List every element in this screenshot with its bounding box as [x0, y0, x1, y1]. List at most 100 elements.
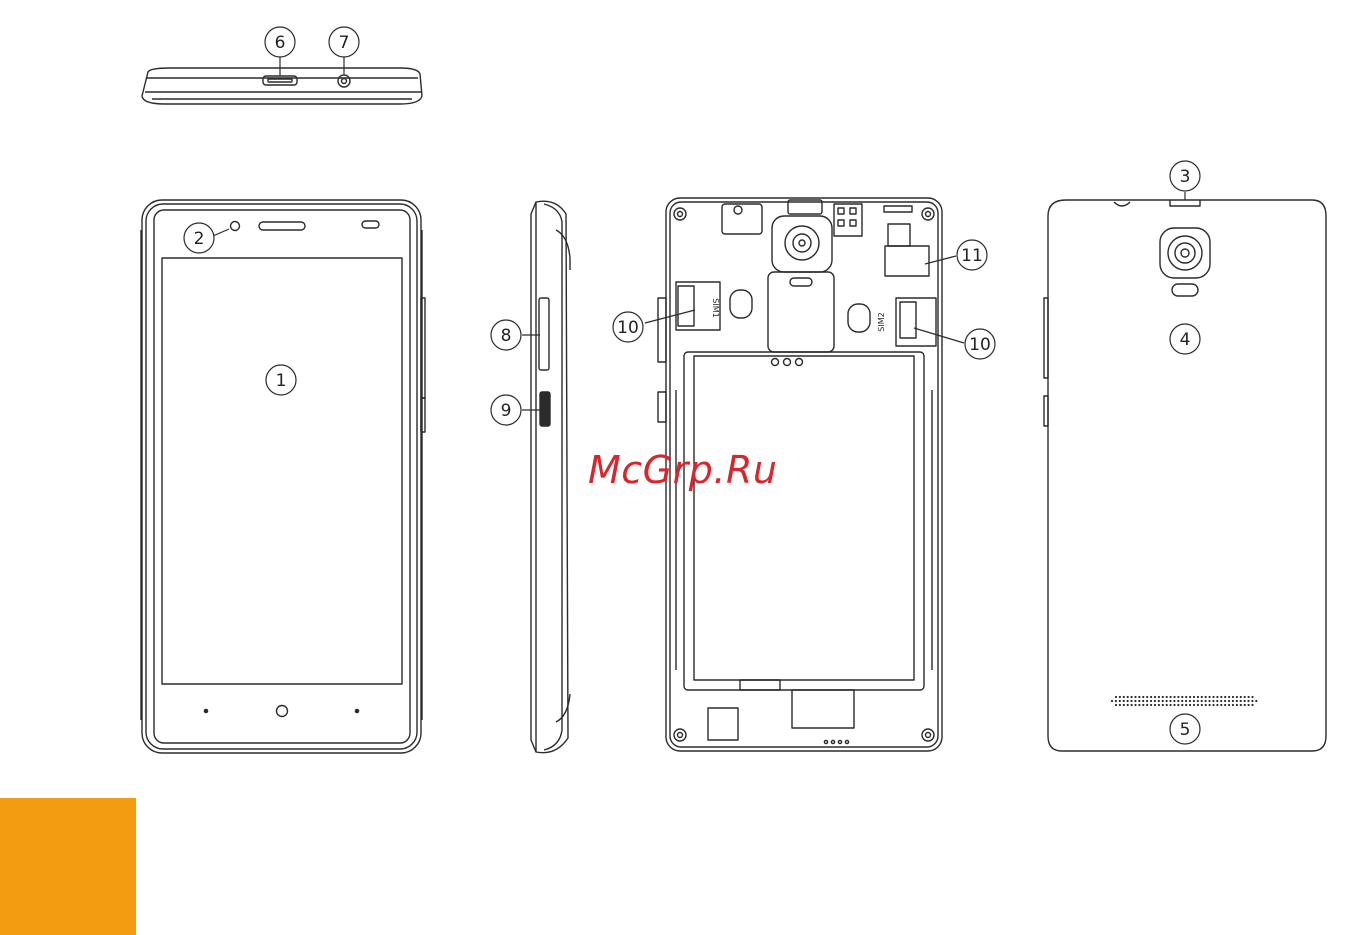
grille-dot [1240, 704, 1242, 706]
grille-dot [1255, 700, 1257, 702]
grille-dot [1134, 704, 1136, 706]
grille-dot [1205, 704, 1207, 706]
grille-dot [1162, 696, 1164, 698]
grille-dot [1142, 704, 1144, 706]
top-edge-view [142, 68, 422, 104]
grille-dot [1170, 704, 1172, 706]
grille-dot [1115, 696, 1117, 698]
grille-dot [1224, 700, 1226, 702]
grille-dot [1146, 700, 1148, 702]
grille-dot [1236, 704, 1238, 706]
section-tab [0, 798, 136, 935]
headphone-jack [338, 75, 350, 87]
callout-1: 1 [266, 365, 296, 395]
callout-7: 7 [329, 27, 359, 57]
grille-dot [1236, 696, 1238, 698]
grille-dot [1181, 696, 1183, 698]
callout-5: 5 [1170, 714, 1200, 744]
front-camera [231, 222, 240, 231]
grille-dot [1138, 700, 1140, 702]
earpiece [259, 222, 305, 230]
grille-dot [1170, 696, 1172, 698]
grille-dot [1251, 700, 1253, 702]
grille-dot [1177, 696, 1179, 698]
grille-dot [1197, 696, 1199, 698]
grille-dot [1146, 696, 1148, 698]
grille-dot [1134, 700, 1136, 702]
watermark: McGrp.Ru [588, 448, 777, 492]
battery [694, 356, 914, 680]
grille-dot [1240, 696, 1242, 698]
grille-dot [1131, 704, 1133, 706]
grille-dot [1119, 696, 1121, 698]
grille-dot [1150, 700, 1152, 702]
grille-dot [1177, 704, 1179, 706]
callout-10a: 10 [613, 312, 643, 342]
callout-3: 3 [1170, 161, 1200, 191]
grille-dot [1169, 700, 1171, 702]
grille-dot [1201, 700, 1203, 702]
grille-dot [1193, 700, 1195, 702]
grille-dot [1173, 696, 1175, 698]
grille-dot [1131, 696, 1133, 698]
grille-dot [1240, 700, 1242, 702]
grille-dot [1197, 704, 1199, 706]
callout-label: 2 [194, 229, 205, 249]
callout-10b: 10 [965, 329, 995, 359]
grille-dot [1205, 696, 1207, 698]
grille-dot [1224, 704, 1226, 706]
grille-dot [1189, 696, 1191, 698]
grille-dot [1127, 696, 1129, 698]
grille-dot [1142, 696, 1144, 698]
grille-dot [1189, 700, 1191, 702]
grille-dot [1123, 700, 1125, 702]
grille-dot [1138, 696, 1140, 698]
grille-dot [1119, 704, 1121, 706]
grille-dot [1220, 696, 1222, 698]
power-key [540, 392, 550, 426]
grille-dot [1138, 704, 1140, 706]
grille-dot [1162, 700, 1164, 702]
grille-dot [1177, 700, 1179, 702]
front-screen [162, 258, 402, 684]
grille-dot [1212, 700, 1214, 702]
grille-dot [1201, 696, 1203, 698]
callout-label: 5 [1180, 720, 1191, 740]
grille-dot [1173, 700, 1175, 702]
grille-dot [1248, 696, 1250, 698]
grille-dot [1166, 700, 1168, 702]
grille-dot [1193, 696, 1195, 698]
grille-dot [1244, 700, 1246, 702]
grille-dot [1150, 704, 1152, 706]
callout-label: 8 [501, 326, 512, 346]
side-view [531, 201, 570, 753]
grille-dot [1205, 700, 1207, 702]
grille-dot [1216, 704, 1218, 706]
grille-dot [1185, 704, 1187, 706]
callout-8: 8 [491, 320, 521, 350]
grille-dot [1115, 700, 1117, 702]
grille-dot [1228, 700, 1230, 702]
home-key [277, 706, 288, 717]
grille-dot [1212, 696, 1214, 698]
grille-dot [1150, 696, 1152, 698]
grille-dot [1154, 700, 1156, 702]
callout-label: 9 [501, 401, 512, 421]
back-view [1044, 200, 1326, 751]
grille-dot [1236, 700, 1238, 702]
grille-dot [1220, 700, 1222, 702]
grille-dot [1127, 704, 1129, 706]
grille-dot [1248, 704, 1250, 706]
grille-dot [1173, 704, 1175, 706]
grille-dot [1232, 704, 1234, 706]
grille-dot [1212, 704, 1214, 706]
grille-dot [1158, 700, 1160, 702]
grille-dot [1119, 700, 1121, 702]
grille-dot [1224, 696, 1226, 698]
grille-dot [1181, 700, 1183, 702]
speaker-module [792, 690, 854, 728]
volume-key [539, 298, 549, 370]
grille-dot [1158, 696, 1160, 698]
grille-dot [1154, 704, 1156, 706]
grille-dot [1146, 704, 1148, 706]
